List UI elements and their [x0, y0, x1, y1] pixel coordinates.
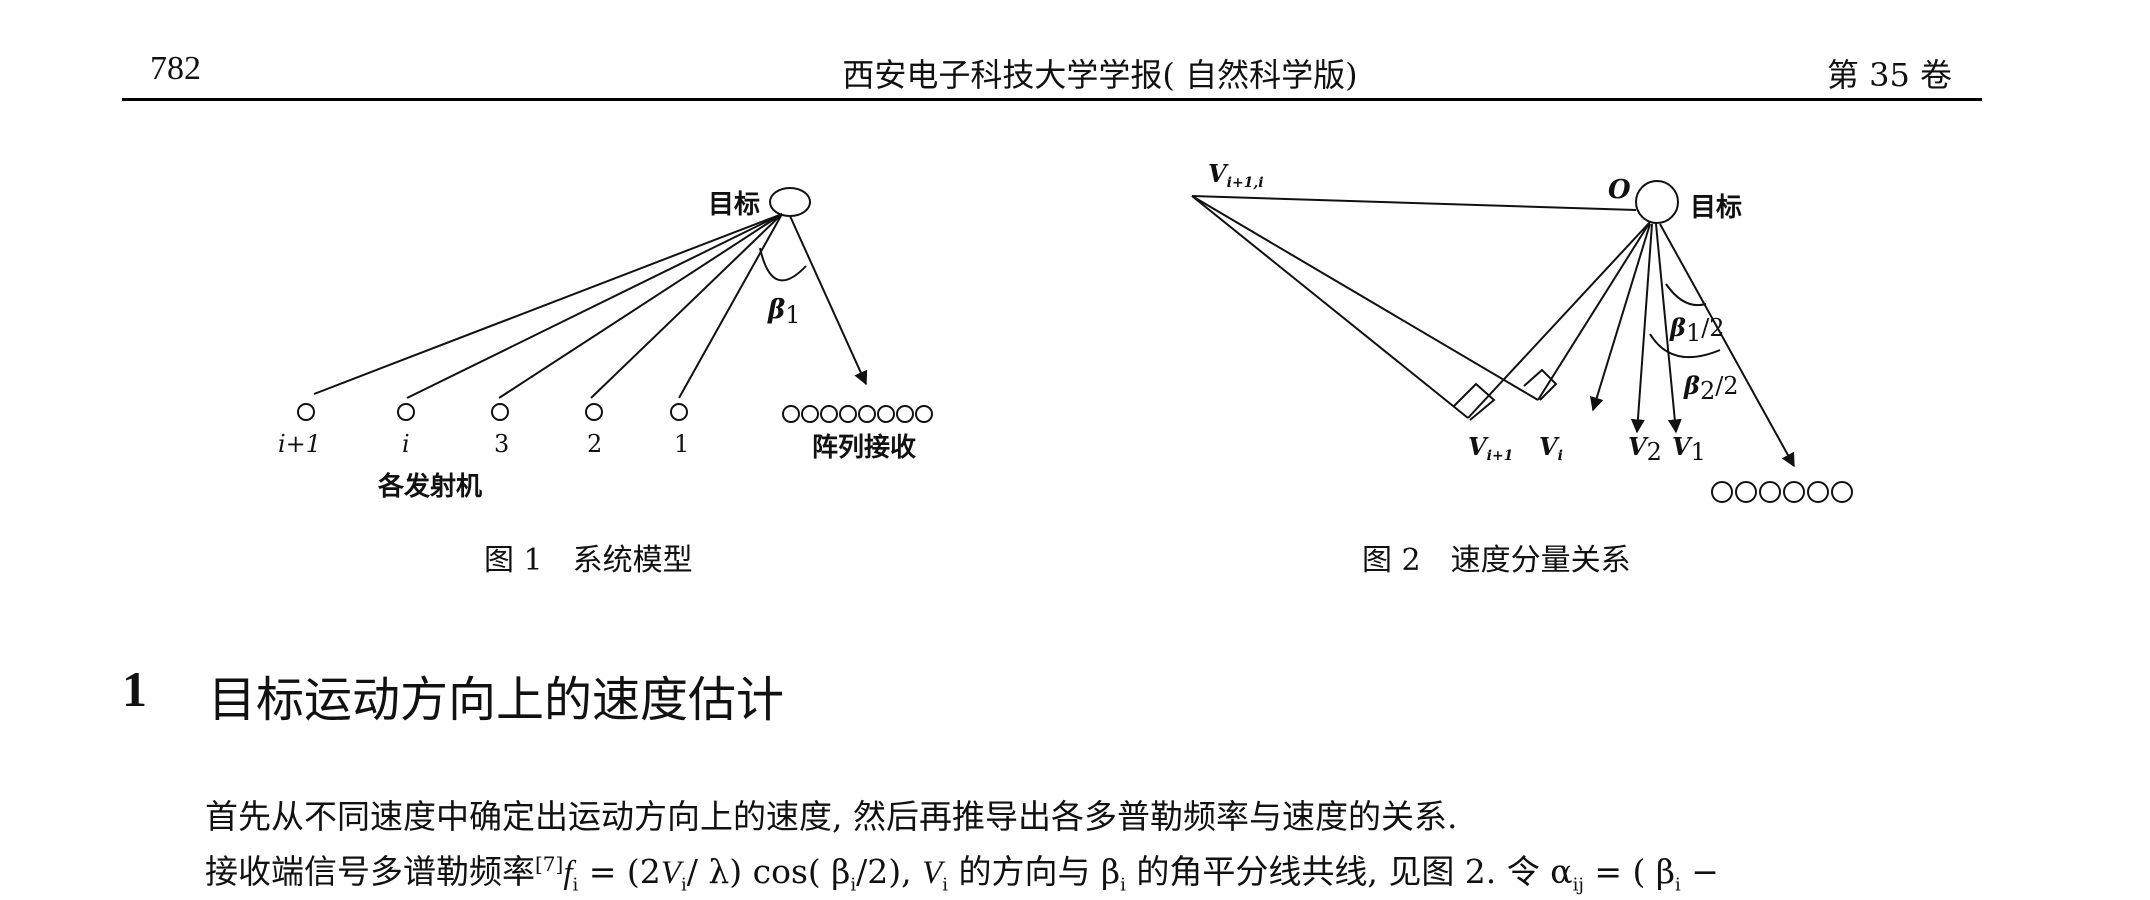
fig1-target-label: 目标 — [708, 190, 760, 220]
p2-v-sub: i — [680, 874, 687, 896]
p2-alpha-sub: ij — [1572, 874, 1584, 896]
p2-f-sub: i — [572, 874, 579, 896]
tx-line-2 — [590, 213, 783, 399]
p2-text-c: / λ) cos( β — [686, 852, 851, 891]
origin-to-vi — [1537, 221, 1651, 401]
rx-circle — [801, 405, 819, 423]
rx-circle — [782, 405, 800, 423]
rx-arrow — [789, 215, 868, 386]
tx-circle — [670, 403, 688, 421]
v-arrow-mid — [1589, 223, 1651, 412]
p2-beta-sub: i — [850, 874, 857, 896]
tx-circle — [297, 403, 315, 421]
composite-to-vi1 — [1191, 195, 1469, 419]
right-angle-vi1 — [1453, 382, 1496, 421]
angle-arc-beta1-half — [1665, 283, 1707, 306]
p2-text-g: = ( β — [1583, 852, 1675, 891]
tx-circle — [491, 403, 509, 421]
origin-circle — [1635, 180, 1679, 224]
fig2-origin-label: O — [1608, 175, 1631, 205]
rx-circle — [820, 405, 838, 423]
volume-label: 第 35 卷 — [1826, 56, 1952, 94]
angle-arc-beta2-half — [1649, 333, 1721, 359]
p2-text-b: = (2 — [578, 852, 661, 891]
rx-circle-2 — [1831, 481, 1853, 503]
composite-to-vi — [1191, 195, 1539, 401]
rx-circle — [839, 405, 857, 423]
p2-text-e: 的方向与 β — [948, 852, 1121, 891]
rx-circle — [915, 405, 933, 423]
rx-circle — [877, 405, 895, 423]
journal-title: 西安电子科技大学学报( 自然科学版) — [842, 56, 1358, 94]
fig1-transmitters-label: 各发射机 — [377, 471, 482, 502]
rx-arrow-2 — [1659, 223, 1795, 468]
target-ellipse — [769, 187, 811, 217]
paragraph-2: 接收端信号多谱勒频率[7]fi = (2Vi/ λ) cos( βi/2), V… — [205, 845, 1719, 896]
rx-circle — [858, 405, 876, 423]
fig2-v-label-3: V1 — [1672, 432, 1706, 466]
fig2-angle2-label: β2/2 — [1683, 371, 1739, 405]
fig2-target-label: 目标 — [1690, 193, 1742, 223]
tx-label-3: 3 — [494, 430, 509, 458]
p2-v2-sub: i — [942, 874, 949, 896]
fig1-angle-label: β1 — [767, 295, 801, 329]
rx-circle-2 — [1807, 481, 1829, 503]
v2-arrow — [1630, 223, 1653, 434]
p2-v2: V — [922, 855, 943, 891]
tx-label-2: 2 — [587, 430, 602, 458]
right-angle-vi — [1523, 368, 1558, 401]
p2-g-sub: i — [1674, 874, 1681, 896]
tx-line-3 — [498, 213, 783, 399]
fig2-v-label-0: Vi+1 — [1468, 432, 1513, 464]
fig2-angle1-label: β1/2 — [1669, 313, 1725, 347]
v1-arrow — [1655, 223, 1682, 434]
paragraph-1: 首先从不同速度中确定出运动方向上的速度, 然后再推导出各多普勒频率与速度的关系. — [205, 797, 1458, 836]
header-rule — [122, 98, 1982, 101]
rx-circle-2 — [1711, 481, 1733, 503]
fig2-composite-label: Vi+1,i — [1208, 159, 1264, 191]
p2-text-f: 的角平分线共线, 见图 2. 令 α — [1125, 852, 1573, 891]
section-number: 1 — [122, 661, 147, 717]
tx-line-i — [406, 213, 783, 399]
composite-line — [1191, 195, 1637, 211]
tx-line-1 — [678, 213, 783, 399]
tx-label-i: i — [402, 430, 410, 458]
origin-to-vi1 — [1467, 221, 1651, 419]
citation-ref[interactable]: [7] — [535, 852, 564, 876]
p2-v: V — [660, 855, 681, 891]
p2-f: f — [563, 855, 573, 891]
fig2-v-label-1: Vi — [1539, 432, 1563, 464]
tx-line-i+1 — [313, 213, 783, 395]
figure-1-system-model — [297, 187, 933, 423]
tx-label-1: 1 — [674, 430, 689, 458]
fig1-caption: 图 1 系统模型 — [484, 543, 693, 578]
angle-arc-beta1 — [759, 247, 807, 282]
tx-label-i+1: i+1 — [278, 430, 321, 458]
tx-circle — [397, 403, 415, 421]
p2-e-sub: i — [1120, 874, 1126, 896]
fig1-receiver-label: 阵列接收 — [812, 433, 916, 463]
p2-text-d: /2), — [856, 852, 923, 891]
rx-circle-2 — [1759, 481, 1781, 503]
fig2-v-label-2: V2 — [1628, 432, 1662, 466]
p2-text-a: 接收端信号多谱勒频率 — [205, 852, 535, 891]
tx-circle — [585, 403, 603, 421]
section-title: 目标运动方向上的速度估计 — [208, 672, 785, 728]
figure-2-velocity-components — [1191, 180, 1853, 503]
rx-circle — [896, 405, 914, 423]
rx-circle-2 — [1735, 481, 1757, 503]
rx-circle-2 — [1783, 481, 1805, 503]
page-number: 782 — [150, 50, 201, 87]
p2-text-h: − — [1680, 852, 1719, 891]
fig2-caption: 图 2 速度分量关系 — [1362, 543, 1631, 578]
